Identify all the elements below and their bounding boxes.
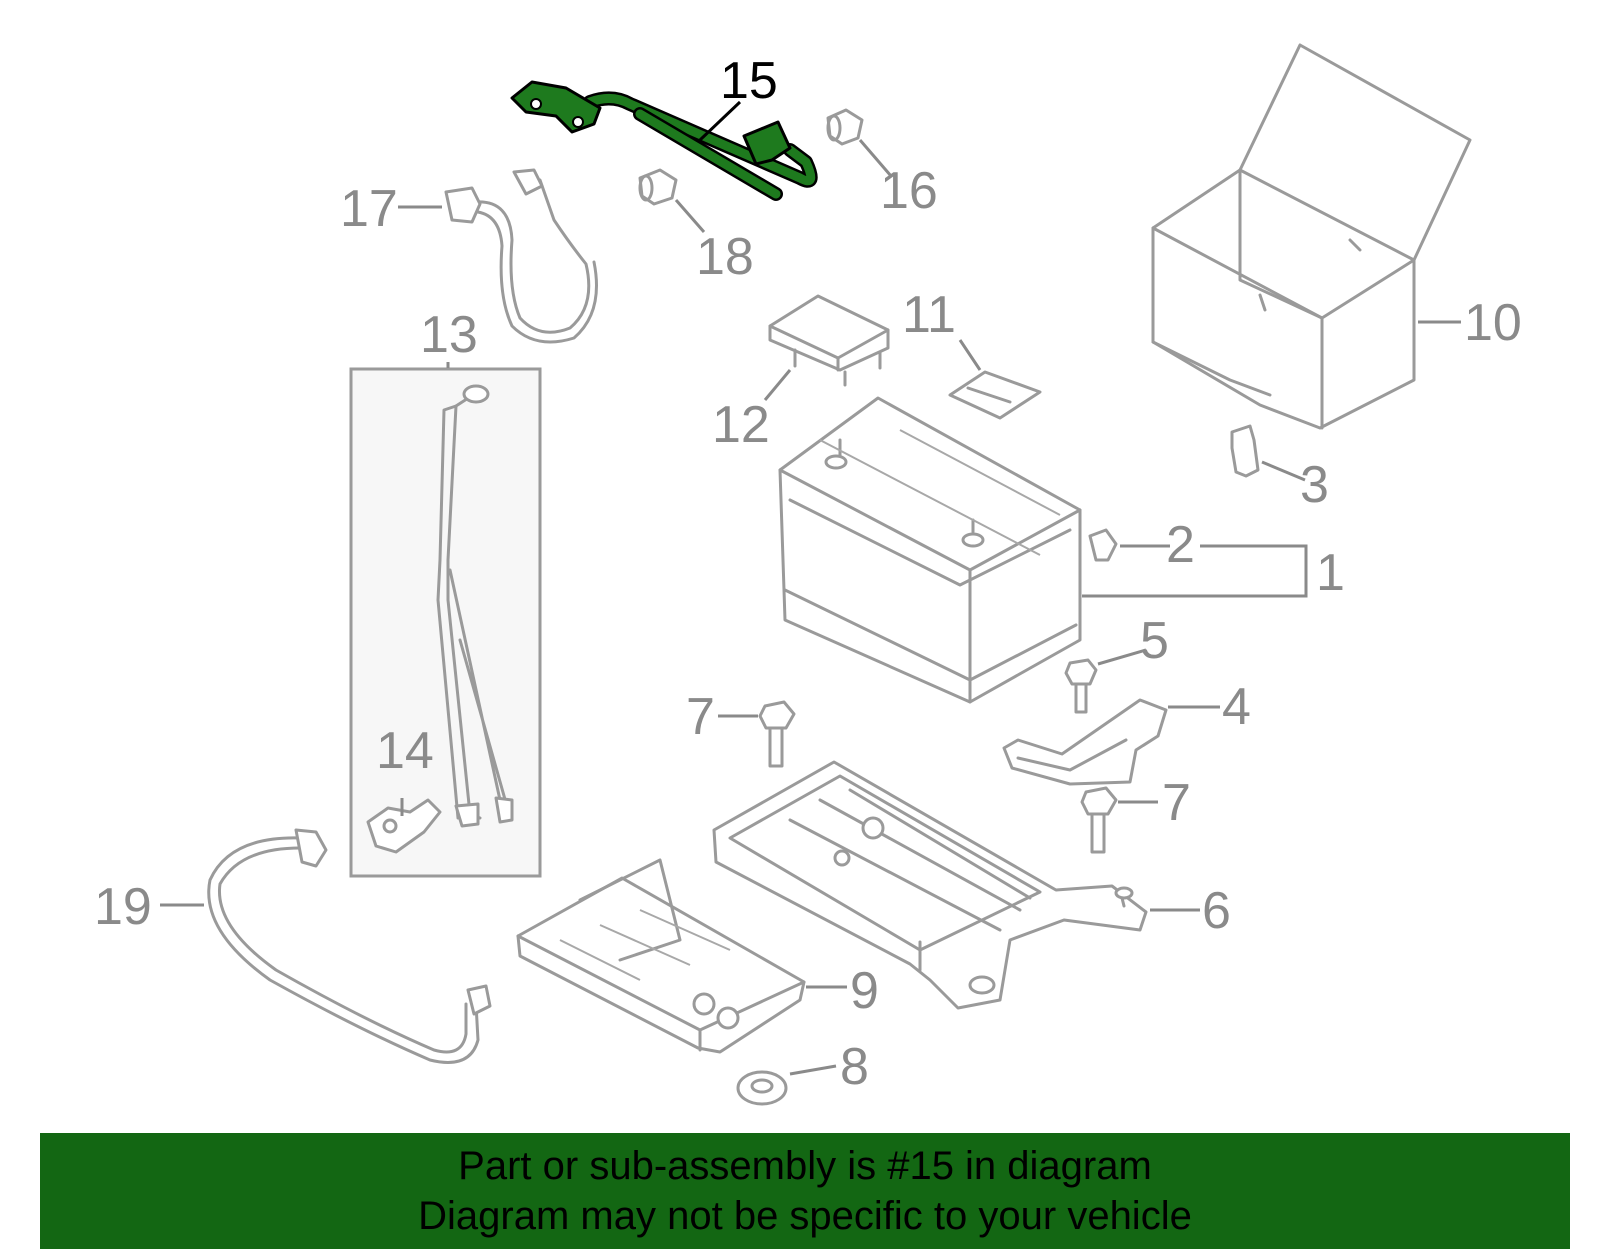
part-6-tray[interactable] [712, 760, 1148, 1010]
callout-6[interactable]: 6 [1202, 882, 1231, 940]
callout-8[interactable]: 8 [840, 1038, 869, 1096]
callout-13[interactable]: 13 [420, 306, 478, 364]
callout-10[interactable]: 10 [1464, 294, 1522, 352]
part-15-battery-cable[interactable] [510, 80, 818, 201]
part-14-clamp[interactable] [366, 798, 442, 854]
part-16-grommet[interactable] [826, 108, 864, 146]
callout-19[interactable]: 19 [94, 878, 152, 936]
part-19-cable[interactable] [207, 828, 492, 1064]
part-12-terminal-cover[interactable] [768, 294, 890, 387]
callout-17[interactable]: 17 [340, 180, 398, 238]
callout-labels: 15 16 18 17 10 3 11 12 13 2 1 5 4 7 7 6 … [94, 52, 1522, 1096]
part-3-clip[interactable] [1230, 424, 1260, 478]
part-7-bolt-upper[interactable] [758, 700, 796, 768]
part-13-group-box [349, 367, 542, 878]
part-2-vent-plug[interactable] [1088, 528, 1118, 562]
part-18-grommet[interactable] [638, 168, 678, 206]
callout-11[interactable]: 11 [902, 286, 956, 344]
banner-line-2: Diagram may not be specific to your vehi… [418, 1194, 1192, 1238]
callout-16[interactable]: 16 [880, 162, 938, 220]
banner-line-1: Part or sub-assembly is #15 in diagram [458, 1144, 1152, 1188]
info-banner: Part or sub-assembly is #15 in diagram D… [40, 1133, 1570, 1249]
part-4-bracket[interactable] [1002, 698, 1168, 786]
callout-18[interactable]: 18 [696, 228, 754, 286]
callout-15[interactable]: 15 [720, 52, 778, 110]
callout-1[interactable]: 1 [1316, 544, 1345, 602]
callout-2[interactable]: 2 [1166, 516, 1195, 574]
part-5-bolt[interactable] [1064, 658, 1098, 714]
part-10-battery-cover[interactable] [1151, 43, 1472, 430]
callout-7-lower[interactable]: 7 [1162, 774, 1191, 832]
leader-lines [160, 100, 1461, 1076]
part-1-battery[interactable] [778, 396, 1082, 704]
callout-4[interactable]: 4 [1222, 678, 1251, 736]
callout-12[interactable]: 12 [712, 396, 770, 454]
part-8-grommet[interactable] [736, 1070, 788, 1106]
part-11-pad[interactable] [948, 370, 1042, 420]
callout-3[interactable]: 3 [1300, 456, 1329, 514]
callout-14[interactable]: 14 [376, 722, 434, 780]
part-9-base-plate[interactable] [516, 858, 806, 1054]
callout-7-upper[interactable]: 7 [686, 688, 715, 746]
part-13-cable-assembly[interactable] [436, 384, 514, 828]
callout-5[interactable]: 5 [1140, 612, 1169, 670]
part-7-bolt-lower[interactable] [1080, 786, 1118, 854]
part-17-cable[interactable] [444, 168, 598, 344]
callout-9[interactable]: 9 [850, 962, 879, 1020]
